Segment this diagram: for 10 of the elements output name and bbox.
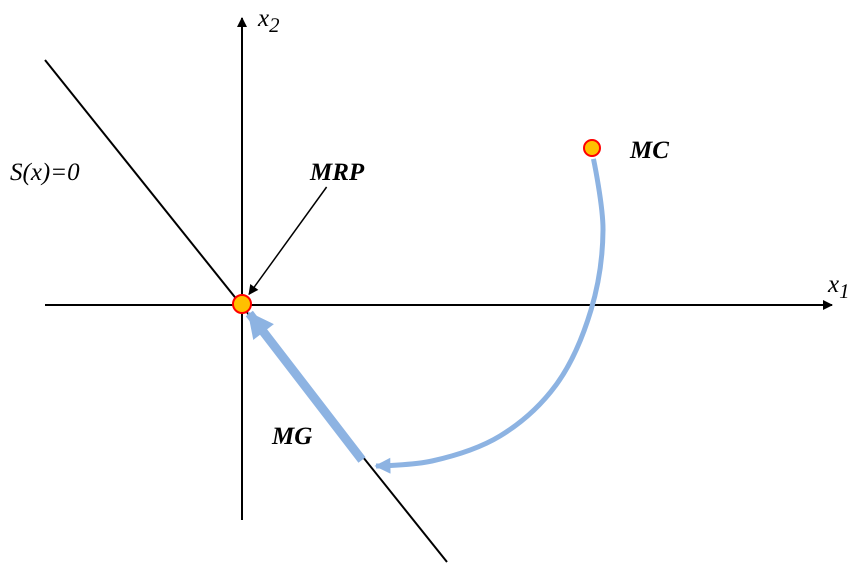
point-marker (232, 294, 252, 314)
point-label: MC (630, 138, 669, 163)
arrow (246, 310, 366, 463)
leader-arrow (248, 186, 328, 296)
point-marker (583, 139, 601, 157)
point-label: MRP (310, 160, 364, 185)
axis-label: x$_{1}$ (828, 272, 850, 302)
curve-label: S(x)=0 (10, 160, 80, 185)
axis-label: x$_{2}$ (258, 6, 280, 36)
arrow (374, 158, 606, 474)
